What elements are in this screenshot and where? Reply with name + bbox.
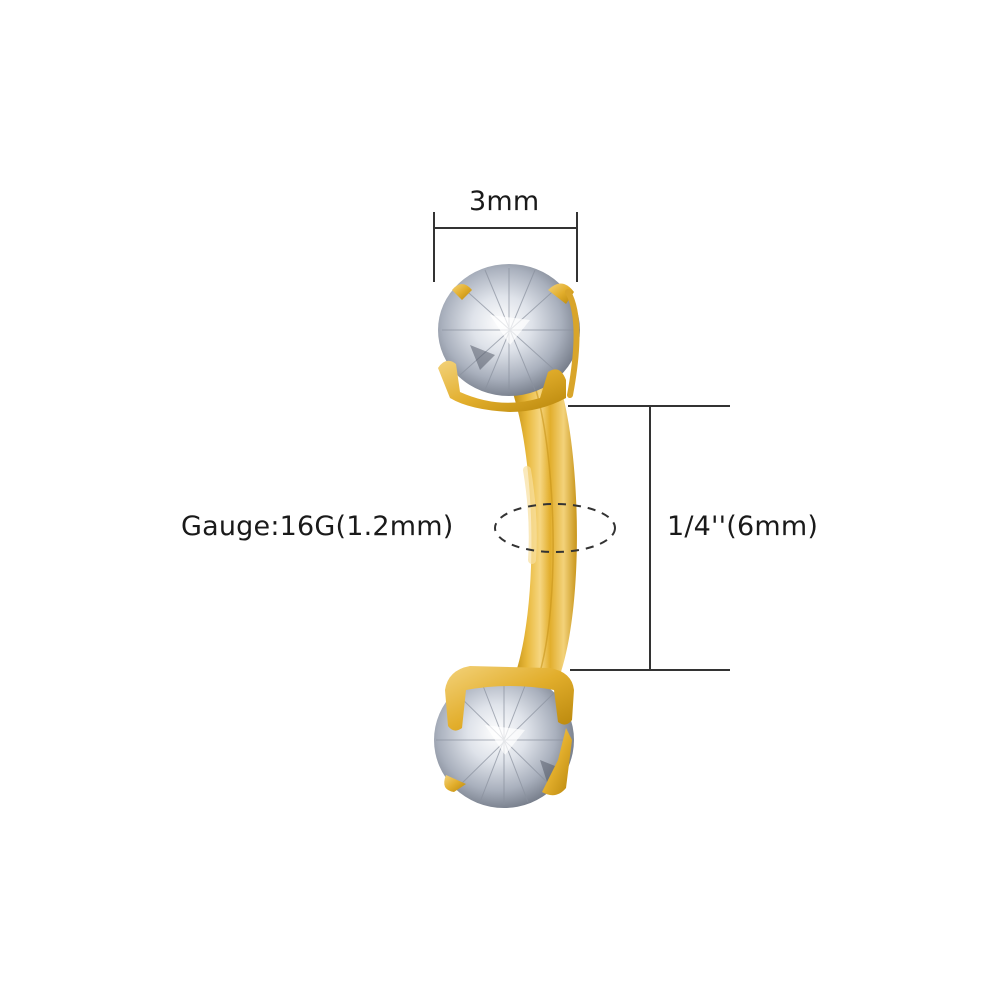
prong [548,283,574,304]
prong [445,666,574,731]
curved-bar [510,385,577,675]
prong [438,360,566,412]
bar-length-label: 1/4''(6mm) [667,511,819,542]
prong [452,284,472,300]
gauge-indicator-ellipse [494,503,616,553]
prong [444,775,466,792]
gem-width-label: 3mm [469,186,540,217]
length-dimension-bracket [568,405,730,671]
width-dimension-bracket [433,212,578,282]
bottom-gem [434,666,574,808]
prong [542,728,572,796]
top-gem [438,264,580,412]
gauge-label: Gauge:16G(1.2mm) [181,511,454,542]
